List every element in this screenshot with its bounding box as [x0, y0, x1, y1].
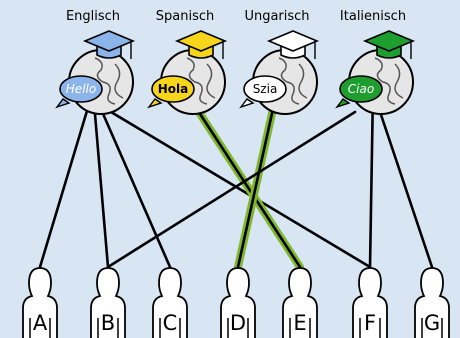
edge-englisch-c: [100, 110, 172, 269]
person-icon: [282, 267, 318, 338]
edge-italienisch-b: [106, 110, 357, 269]
person-icon: [414, 267, 450, 338]
person-b: B: [90, 267, 126, 338]
edge-englisch-a: [38, 110, 88, 269]
speech-bubble: Ciao: [335, 75, 383, 109]
person-label: G: [424, 311, 440, 335]
speech-bubble: Hola: [147, 75, 195, 109]
edge-englisch-f: [109, 110, 372, 269]
speech-bubble: Hello: [55, 75, 103, 109]
greeting-text: Ciao: [348, 82, 374, 96]
speech-bubble: Szia: [239, 75, 287, 109]
person-f: F: [352, 267, 388, 338]
person-label: A: [33, 311, 48, 335]
person-label: D: [230, 311, 246, 335]
person-d: D: [220, 267, 256, 338]
person-e: E: [282, 267, 318, 338]
graduation-cap-icon: [362, 30, 416, 59]
greeting-text: Szia: [253, 82, 278, 96]
person-label: E: [293, 311, 306, 335]
edges-layer: [38, 108, 434, 271]
language-title: Spanisch: [156, 9, 214, 24]
edge-spanisch-e: [194, 108, 304, 271]
person-icon: [90, 267, 126, 338]
person-label: F: [364, 311, 376, 335]
person-icon: [352, 267, 388, 338]
language-title: Ungarisch: [244, 9, 309, 24]
person-label: B: [101, 311, 115, 335]
person-icon: [152, 267, 188, 338]
languages-layer: EnglischHelloSpanischHolaUngarischSziaIt…: [55, 9, 416, 115]
language-title: Englisch: [66, 9, 120, 24]
person-a: A: [22, 267, 58, 338]
person-icon: [22, 267, 58, 338]
person-c: C: [152, 267, 188, 338]
person-g: G: [414, 267, 450, 338]
person-icon: [220, 267, 256, 338]
people-layer: A B C D E F G: [22, 267, 450, 338]
graduation-cap-icon: [174, 30, 228, 59]
edge-ungarisch-d: [234, 108, 277, 271]
edge-italienisch-g: [378, 110, 434, 269]
greeting-text: Hola: [158, 82, 189, 96]
edge-italienisch-f: [368, 110, 374, 269]
greeting-text: Hello: [66, 82, 96, 96]
language-title: Italienisch: [340, 9, 406, 24]
edge-englisch-b: [93, 110, 110, 269]
graduation-cap-icon: [266, 30, 320, 59]
person-label: C: [163, 311, 178, 335]
graduation-cap-icon: [82, 30, 136, 59]
